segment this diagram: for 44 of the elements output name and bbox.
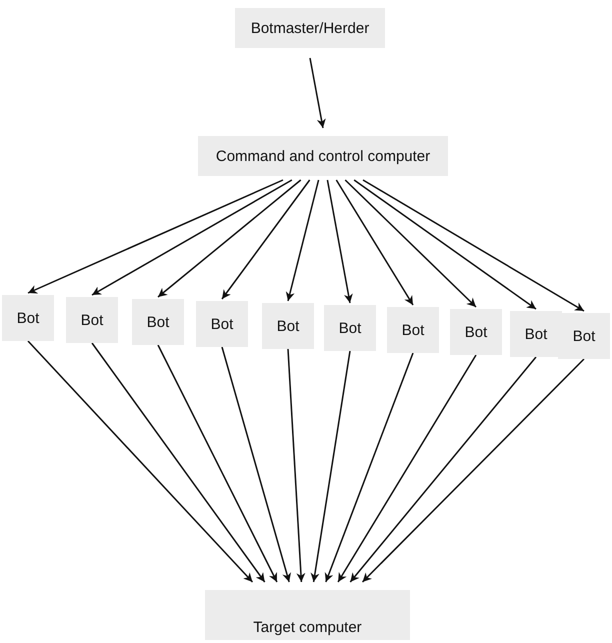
node-box xyxy=(324,305,376,351)
node-box xyxy=(558,313,610,359)
arrow xyxy=(310,350,351,582)
arrow xyxy=(362,179,584,312)
arrow xyxy=(158,179,302,298)
node-box xyxy=(262,303,314,349)
node-box xyxy=(132,299,184,345)
node-label: Target computer xyxy=(253,619,362,636)
arrow xyxy=(344,179,477,308)
node-box xyxy=(387,307,439,353)
arrow xyxy=(309,58,326,128)
node-box xyxy=(450,309,502,355)
arrow xyxy=(350,356,537,582)
arrow xyxy=(92,179,292,296)
arrow xyxy=(91,342,266,582)
node-label: Bot xyxy=(16,310,40,326)
arrow xyxy=(221,346,292,582)
node-label: Bot xyxy=(402,322,424,338)
arrow xyxy=(287,348,306,582)
node-label: Bot xyxy=(464,324,488,340)
arrow xyxy=(28,179,284,294)
arrow xyxy=(337,354,477,582)
node-label: Bot xyxy=(524,326,548,342)
node-box xyxy=(196,301,248,347)
node-label: Bot xyxy=(338,320,362,336)
arrow xyxy=(27,340,254,583)
node-label: Bot xyxy=(276,318,300,334)
arrow xyxy=(221,180,310,300)
node-label: Bot xyxy=(146,314,170,330)
node-box xyxy=(2,295,54,341)
node-label: Command and control computer xyxy=(216,148,430,164)
node-label: Bot xyxy=(210,316,234,332)
node-label: Bot xyxy=(572,328,596,344)
node-label: Botmaster/Herder xyxy=(250,20,370,36)
arrow xyxy=(324,352,414,582)
node-label: Bot xyxy=(80,312,104,328)
arrow xyxy=(157,344,278,582)
node-box xyxy=(510,311,562,357)
arrow xyxy=(286,180,320,302)
arrow xyxy=(336,180,414,306)
arrow xyxy=(362,358,585,583)
arrow xyxy=(326,180,353,304)
arrow xyxy=(354,179,536,310)
node-box xyxy=(66,297,118,343)
